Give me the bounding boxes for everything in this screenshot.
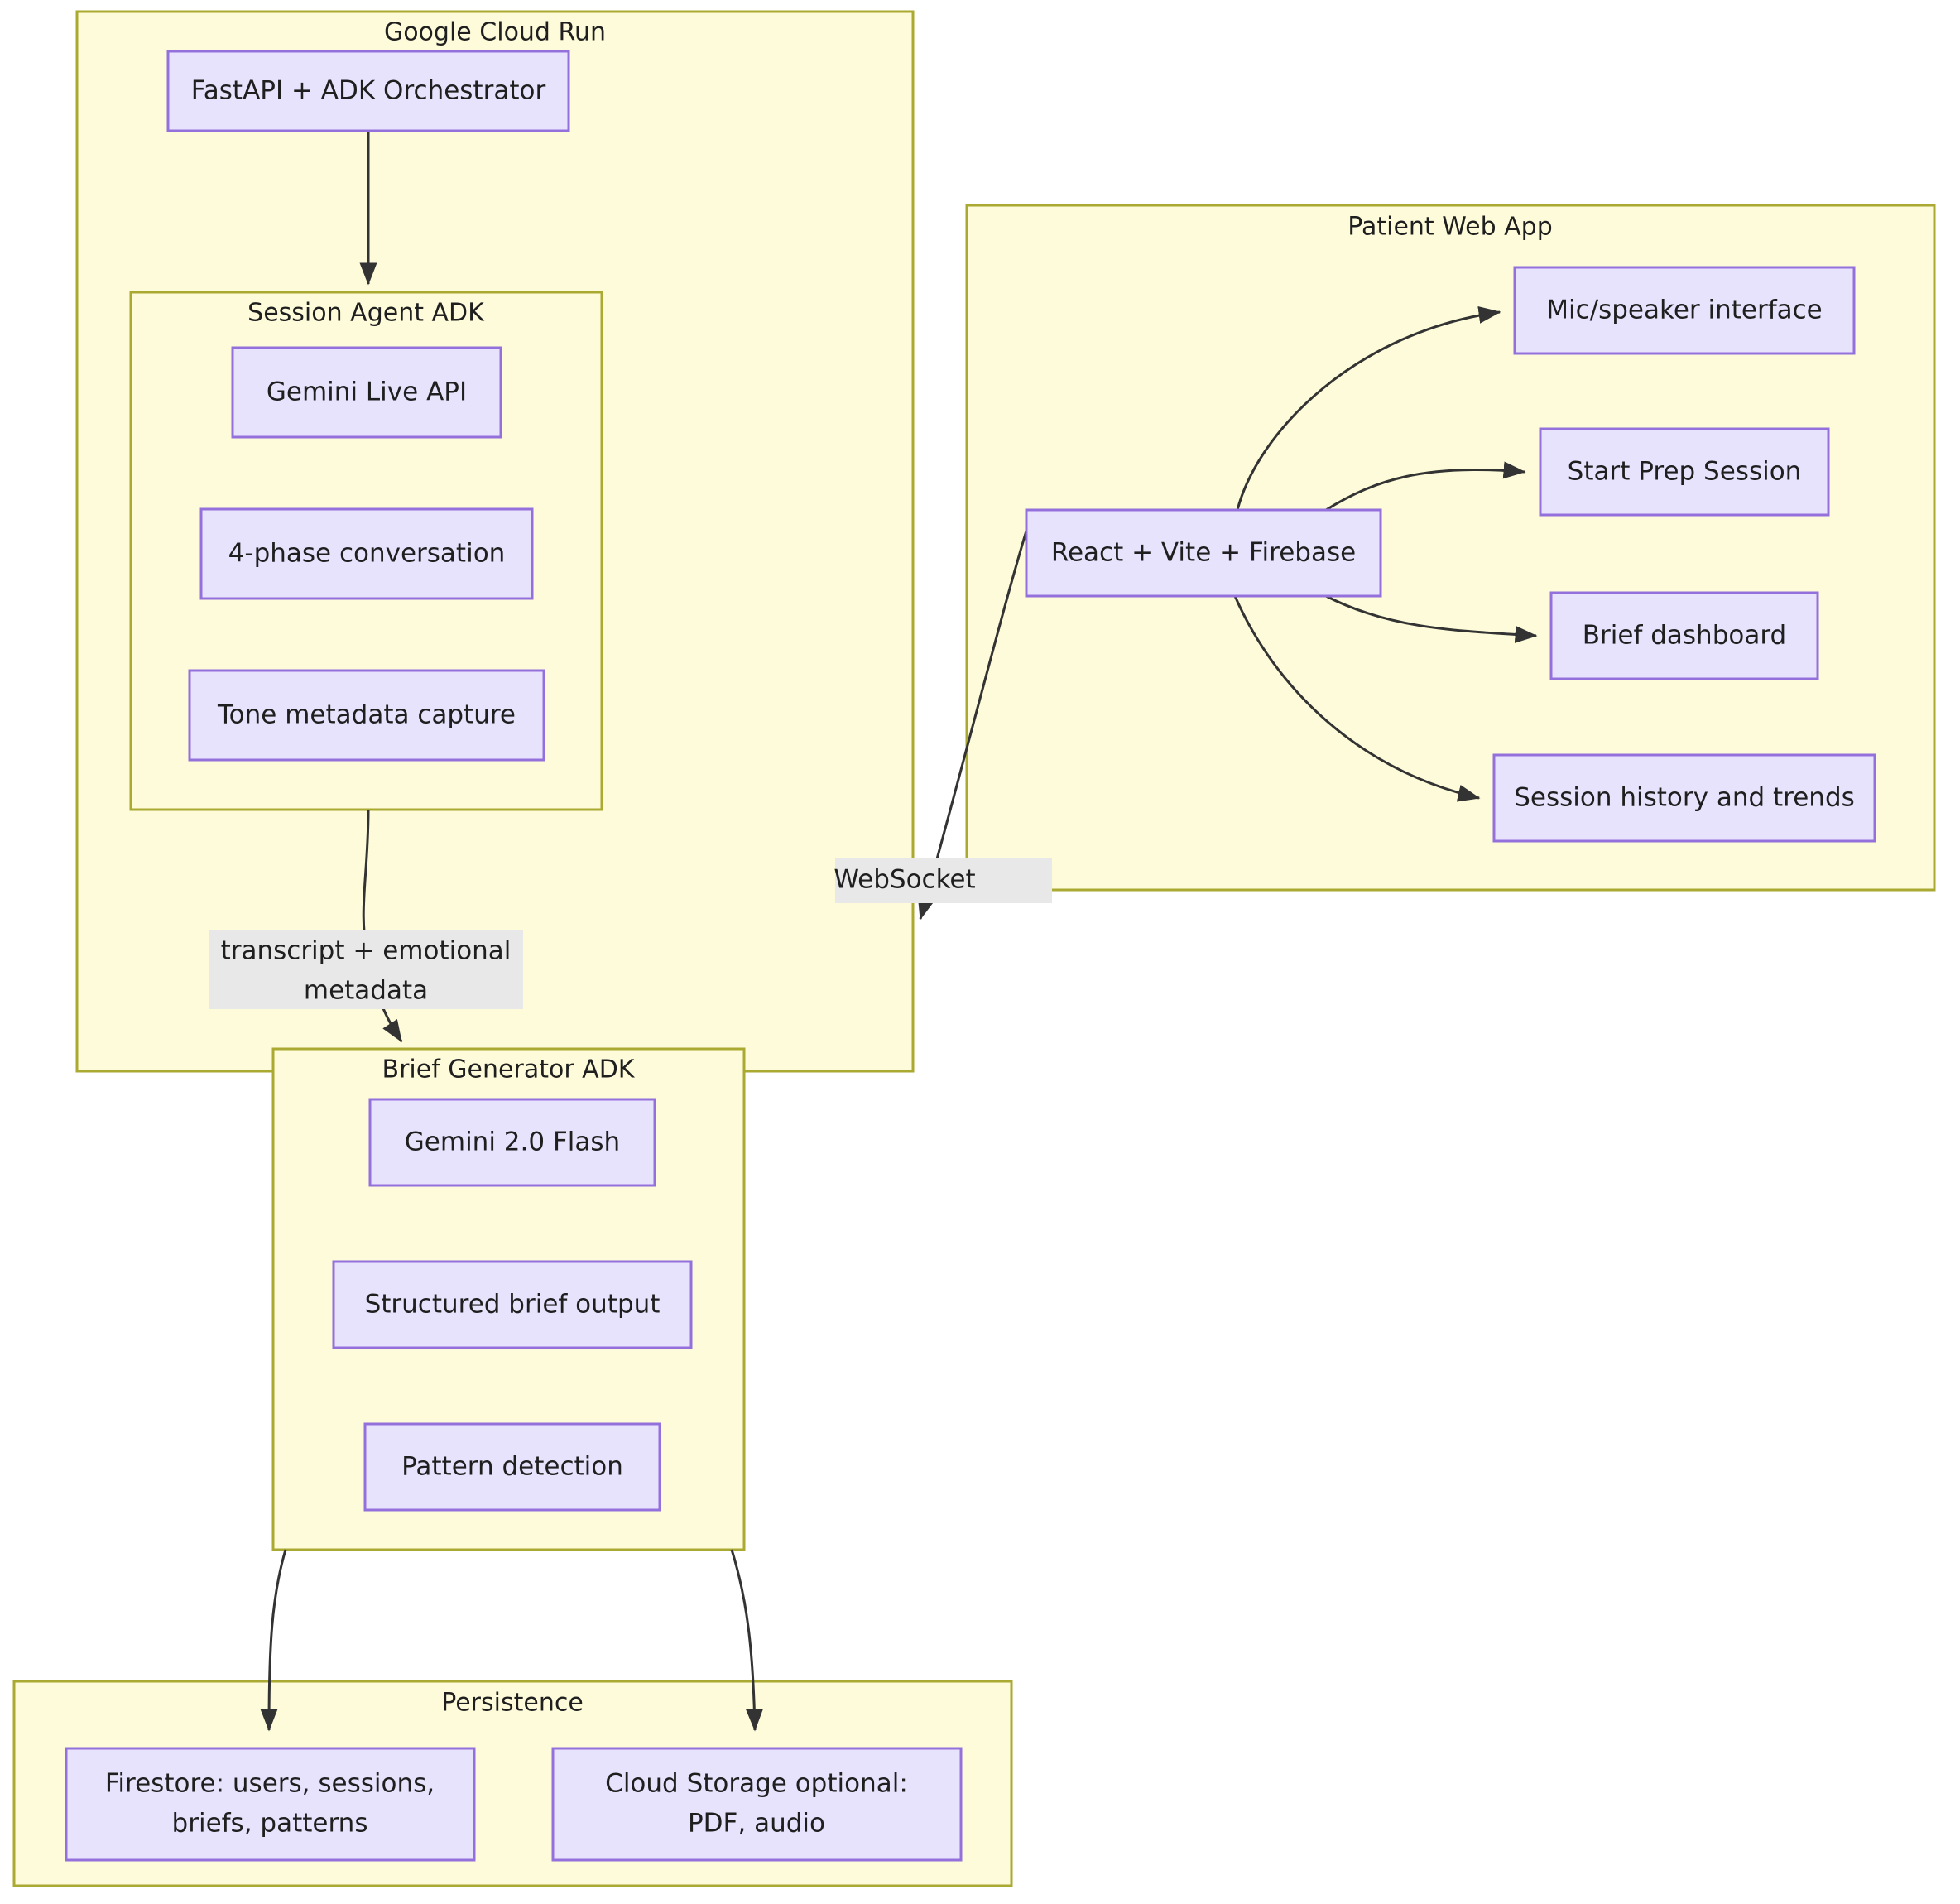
- node-gemini-2-0-flash[interactable]: Gemini 2.0 Flash: [368, 1098, 656, 1187]
- node-pattern-detection[interactable]: Pattern detection: [363, 1422, 661, 1512]
- edge-react-to-start-prep: [1325, 461, 1526, 512]
- node-session-history-and-trends-label: Session history and trends: [1514, 783, 1855, 813]
- node-structured-brief-output[interactable]: Structured brief output: [332, 1260, 693, 1349]
- edge-label-transcript-line2: metadata: [304, 976, 428, 1006]
- node-start-prep-session-label: Start Prep Session: [1568, 457, 1802, 487]
- edge-react-to-session-history: [1233, 595, 1481, 802]
- node-brief-dashboard-rect[interactable]: [1549, 591, 1819, 680]
- node-tone-metadata-capture[interactable]: Tone metadata capture: [188, 669, 545, 762]
- node-cloud-storage-optional-label-line2: PDF, audio: [688, 1809, 825, 1839]
- cluster-google-cloud-run-title: Google Cloud Run: [384, 18, 606, 47]
- node-four-phase-conversation[interactable]: 4-phase conversation: [199, 507, 534, 600]
- node-session-history-and-trends-rect[interactable]: [1492, 753, 1876, 843]
- node-brief-dashboard-label: Brief dashboard: [1583, 621, 1786, 651]
- node-react-vite-firebase[interactable]: React + Vite + Firebase: [1025, 508, 1382, 598]
- node-four-phase-conversation-rect[interactable]: [199, 507, 534, 600]
- cluster-patient-web-app-title: Patient Web App: [1348, 213, 1553, 242]
- node-cloud-storage-optional[interactable]: Cloud Storage optional: PDF, audio: [551, 1747, 963, 1862]
- node-gemini-live-api[interactable]: Gemini Live API: [231, 346, 502, 439]
- node-mic-speaker-interface-rect[interactable]: [1513, 266, 1856, 355]
- node-fastapi-adk-orchestrator-rect[interactable]: [166, 50, 570, 132]
- edge-brief-generator-to-firestore: [260, 1549, 287, 1732]
- node-gemini-live-api-rect[interactable]: [231, 346, 502, 439]
- node-cloud-storage-optional-rect[interactable]: [551, 1747, 963, 1862]
- node-brief-dashboard[interactable]: Brief dashboard: [1549, 591, 1819, 680]
- node-start-prep-session-rect[interactable]: [1539, 427, 1830, 517]
- edge-label-websocket-text: WebSocket: [833, 865, 975, 895]
- cluster-persistence-title: Persistence: [441, 1689, 584, 1718]
- node-four-phase-conversation-label: 4-phase conversation: [228, 539, 506, 569]
- node-firestore-store[interactable]: Firestore: users, sessions, briefs, patt…: [65, 1747, 476, 1862]
- edge-brief-generator-to-cloud-storage: [730, 1549, 763, 1732]
- node-mic-speaker-interface[interactable]: Mic/speaker interface: [1513, 266, 1856, 355]
- node-firestore-store-rect[interactable]: [65, 1747, 476, 1862]
- edge-label-transcript-line1: transcript + emotional: [221, 936, 512, 966]
- node-gemini-live-api-label: Gemini Live API: [267, 377, 467, 407]
- edge-react-to-mic-speaker: [1236, 305, 1501, 511]
- edge-label-websocket-bg: [835, 858, 1052, 903]
- edge-label-websocket: WebSocket: [833, 858, 1052, 903]
- node-firestore-store-label-line2: briefs, patterns: [172, 1809, 368, 1839]
- node-structured-brief-output-rect[interactable]: [332, 1260, 693, 1349]
- node-react-vite-firebase-rect[interactable]: [1025, 508, 1382, 598]
- edge-react-to-brief-dashboard: [1325, 594, 1538, 643]
- node-session-history-and-trends[interactable]: Session history and trends: [1492, 753, 1876, 843]
- node-structured-brief-output-label: Structured brief output: [365, 1290, 661, 1320]
- node-fastapi-adk-orchestrator-label: FastAPI + ADK Orchestrator: [191, 76, 546, 106]
- edge-label-transcript-bg: [209, 930, 523, 1009]
- cluster-session-agent-adk-title: Session Agent ADK: [247, 299, 485, 328]
- node-tone-metadata-capture-rect[interactable]: [188, 669, 545, 762]
- node-firestore-store-label-line1: Firestore: users, sessions,: [105, 1769, 435, 1799]
- node-pattern-detection-label: Pattern detection: [401, 1452, 623, 1482]
- node-gemini-2-0-flash-rect[interactable]: [368, 1098, 656, 1187]
- cluster-brief-generator-adk-title: Brief Generator ADK: [382, 1055, 636, 1084]
- edge-label-transcript-emotional-metadata: transcript + emotional metadata: [209, 930, 523, 1009]
- node-gemini-2-0-flash-label: Gemini 2.0 Flash: [405, 1127, 620, 1157]
- node-start-prep-session[interactable]: Start Prep Session: [1539, 427, 1830, 517]
- node-react-vite-firebase-label: React + Vite + Firebase: [1051, 538, 1356, 568]
- node-cloud-storage-optional-label-line1: Cloud Storage optional:: [605, 1769, 908, 1799]
- node-pattern-detection-rect[interactable]: [363, 1422, 661, 1512]
- node-mic-speaker-interface-label: Mic/speaker interface: [1546, 296, 1823, 325]
- node-tone-metadata-capture-label: Tone metadata capture: [217, 700, 516, 730]
- node-fastapi-adk-orchestrator[interactable]: FastAPI + ADK Orchestrator: [166, 50, 570, 132]
